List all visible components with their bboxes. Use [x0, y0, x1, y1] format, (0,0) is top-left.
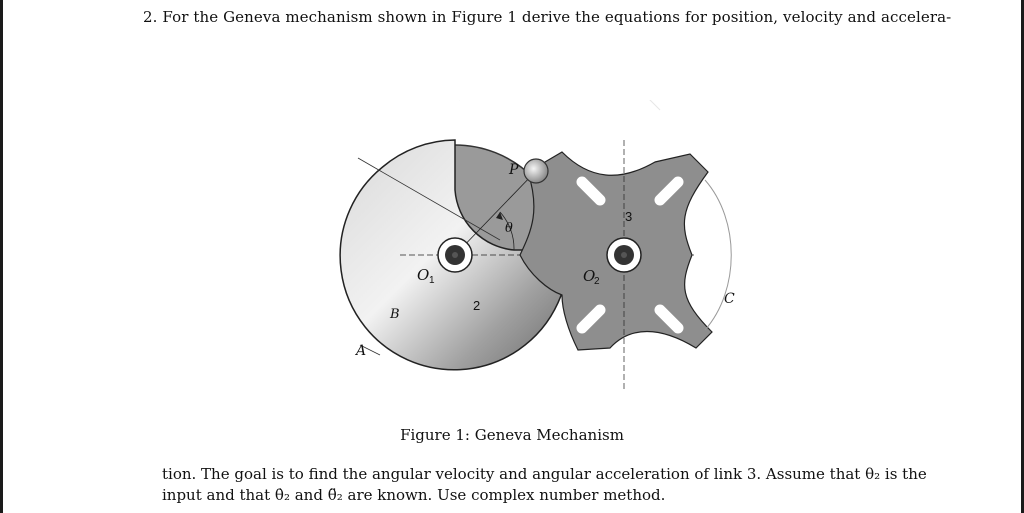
construction-line-B [359, 344, 381, 356]
problem-statement-line-1: 2. For the Geneva mechanism shown in Fig… [143, 8, 952, 26]
label-P: P [508, 162, 519, 178]
geneva-outline-arc [704, 179, 732, 331]
page-frame-left [0, 0, 3, 513]
page-frame-right [1021, 0, 1024, 513]
label-O1: O [417, 266, 429, 284]
label-O1-sub: 1 [429, 275, 435, 286]
label-C: C [724, 291, 735, 307]
theta-arrow [496, 212, 503, 220]
label-B: B [389, 307, 400, 322]
theta-arc [499, 211, 515, 251]
problem-statement-line-3: input and that θ̇₂ and θ̈₂ are known. Us… [162, 486, 666, 504]
label-link-3: 3 [625, 209, 632, 224]
figure-caption: Figure 1: Geneva Mechanism [400, 426, 624, 444]
faint-guide-line [649, 100, 661, 111]
label-O2: O [583, 267, 595, 285]
problem-statement-line-2: tion. The goal is to find the angular ve… [162, 465, 927, 483]
label-O2-sub: 2 [594, 276, 600, 287]
construction-line-A [357, 157, 501, 241]
label-theta: θ [505, 221, 513, 236]
label-link-2: 2 [473, 298, 480, 313]
crank-arm-line [454, 171, 536, 256]
geneva-mechanism-figure: P θ O 1 O 2 2 3 A B C [339, 100, 735, 390]
drive-pin [523, 158, 549, 184]
label-A: A [354, 343, 366, 359]
